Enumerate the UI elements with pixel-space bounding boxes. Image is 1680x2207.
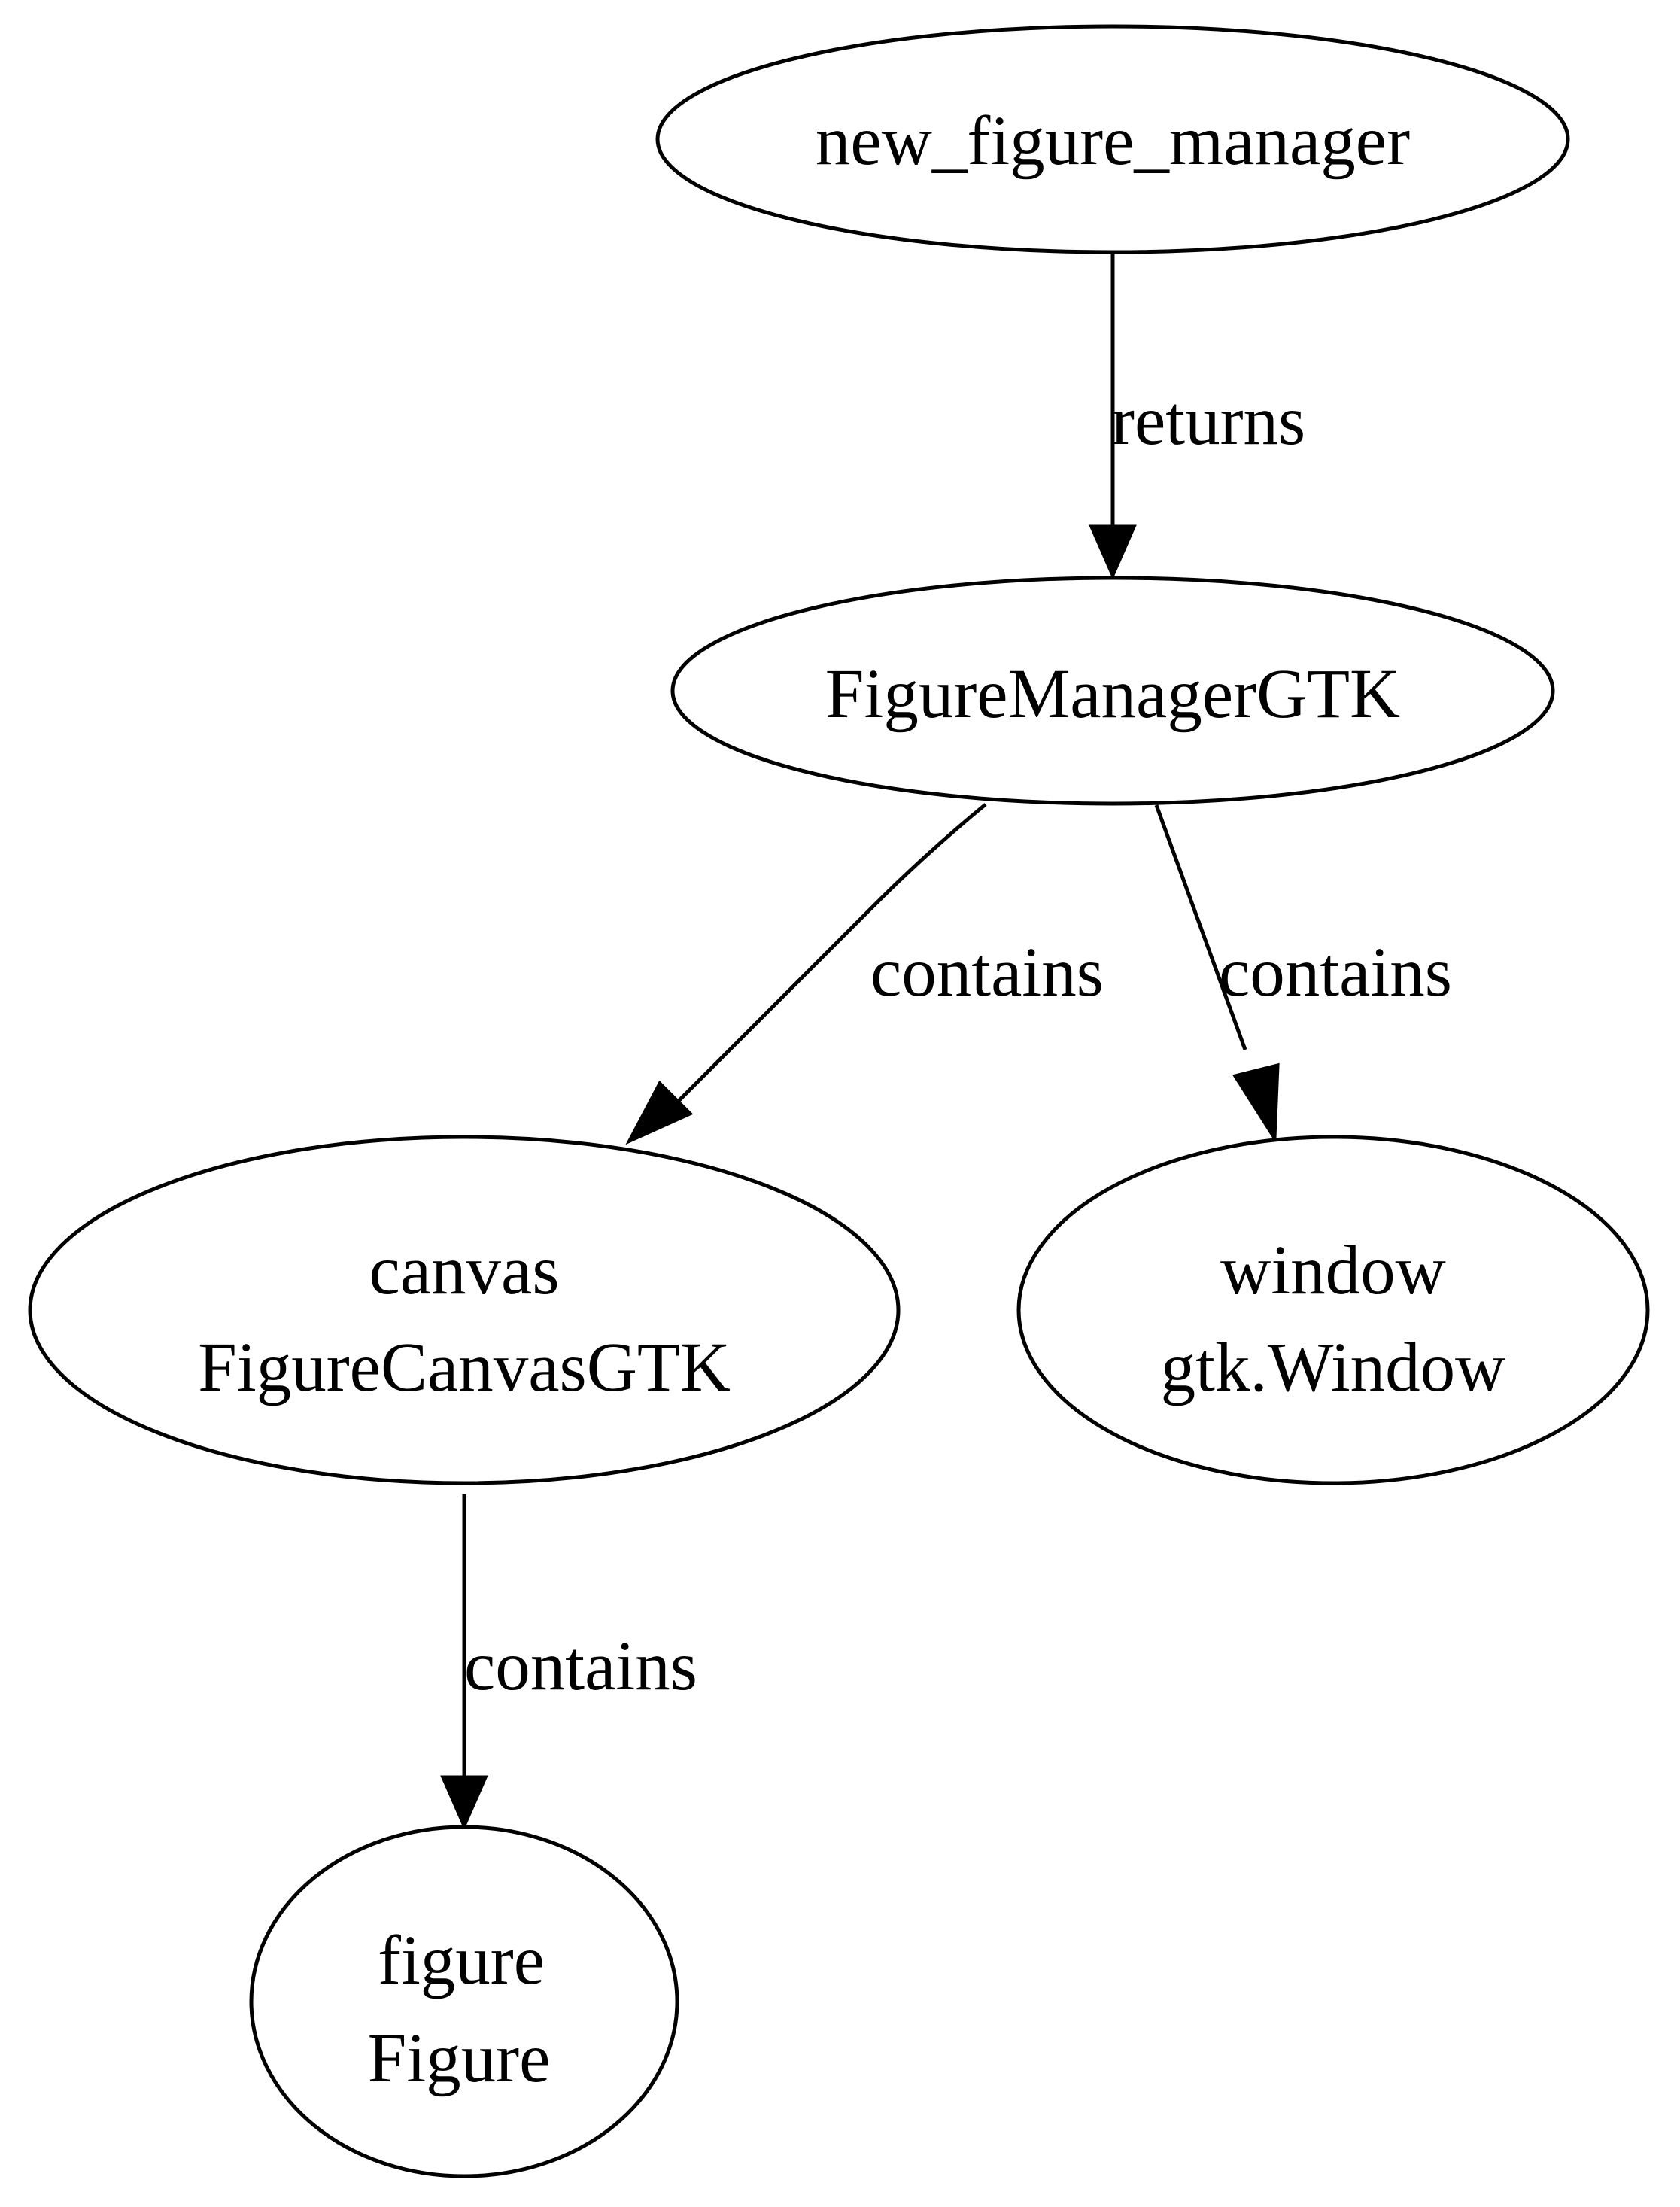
edge-contains-canvas: contains xyxy=(625,803,1104,1145)
edge-contains-window: contains xyxy=(1154,804,1452,1145)
edge-contains-canvas-line xyxy=(672,803,987,1108)
node-figure: figure Figure xyxy=(249,1825,679,2178)
node-figure-ellipse xyxy=(249,1825,679,2178)
node-window-type: gtk.Window xyxy=(1161,1329,1506,1406)
node-window-ellipse xyxy=(1016,1135,1650,1485)
edge-contains-window-label: contains xyxy=(1219,934,1452,1011)
node-window-name: window xyxy=(1220,1232,1446,1309)
edge-returns: returns xyxy=(1089,252,1305,580)
edge-contains-window-arrow-icon xyxy=(1232,1062,1280,1145)
node-new-figure-manager-label: new_figure_manager xyxy=(816,102,1410,180)
node-canvas-type: FigureCanvasGTK xyxy=(198,1329,731,1406)
edge-contains-canvas-label: contains xyxy=(870,934,1104,1011)
edge-contains-figure: contains xyxy=(440,1494,697,1831)
edge-returns-arrow-icon xyxy=(1089,524,1137,580)
edge-returns-label: returns xyxy=(1111,382,1305,460)
edge-contains-figure-label: contains xyxy=(464,1628,697,1705)
node-canvas: canvas FigureCanvasGTK xyxy=(28,1135,901,1485)
edge-contains-figure-arrow-icon xyxy=(440,1775,488,1831)
node-figure-manager-gtk-label: FigureManagerGTK xyxy=(825,655,1400,733)
node-window: window gtk.Window xyxy=(1016,1135,1650,1485)
node-figure-type: Figure xyxy=(368,2020,551,2097)
node-figure-manager-gtk: FigureManagerGTK xyxy=(670,576,1555,806)
node-canvas-name: canvas xyxy=(369,1232,559,1309)
node-new-figure-manager: new_figure_manager xyxy=(655,24,1570,254)
node-figure-name: figure xyxy=(378,1922,545,1999)
edge-contains-window-line xyxy=(1154,804,1247,1050)
node-figure-manager-gtk-ellipse xyxy=(670,576,1555,806)
node-canvas-ellipse xyxy=(28,1135,901,1485)
edge-contains-canvas-arrow-icon xyxy=(625,1080,694,1145)
node-new-figure-manager-ellipse xyxy=(655,24,1570,254)
